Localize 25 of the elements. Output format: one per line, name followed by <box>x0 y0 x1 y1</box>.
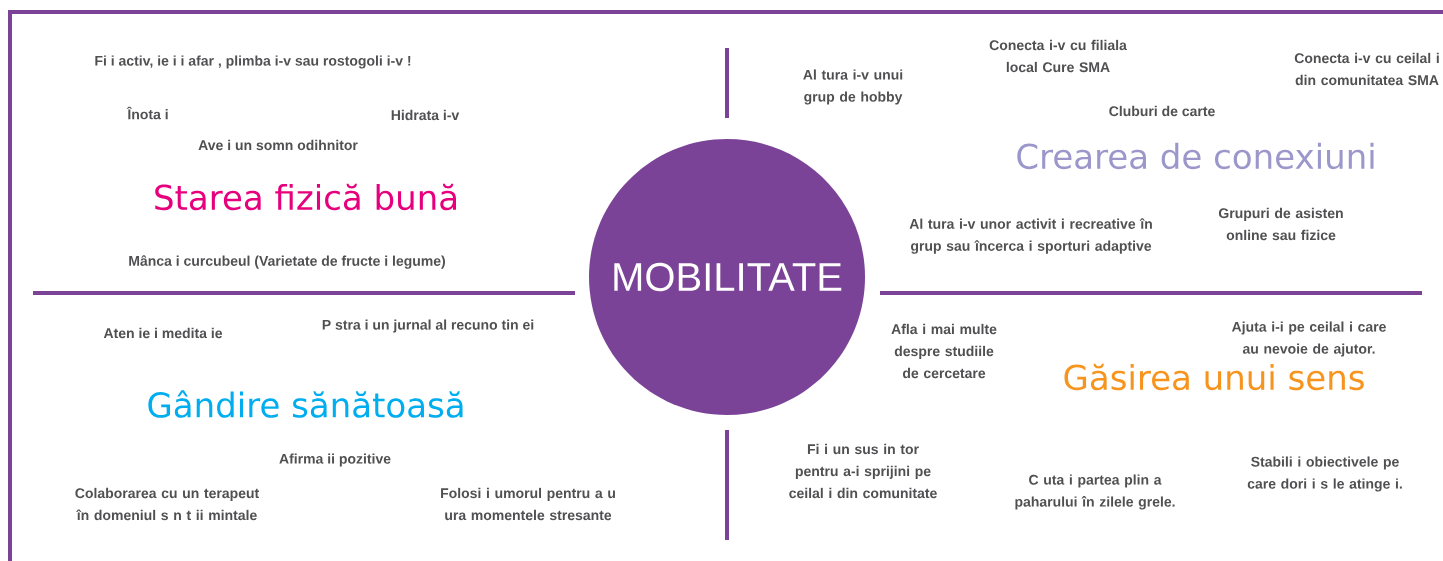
activity-text: C uta i partea plin a paharului în zilele grele. <box>1015 474 1175 510</box>
activity-text: Ajuta i-i pe ceilal i care au nevoie de ajutor. <box>1231 321 1386 357</box>
activity-text: Înota i <box>126 106 168 120</box>
activity-text: Al tura i-v unor activit i recreative în grup sau încerca i sporturi adaptive <box>909 218 1152 254</box>
category-heading: Crearea de conexiuni <box>1017 142 1374 170</box>
activity-text: Fi i un sus in tor pentru a-i sprijini pe ceilal i din comunitate <box>789 443 937 499</box>
activity-text: Cluburi de carte <box>1109 105 1215 117</box>
activity-text: Fi i activ, ie i i afar , plimba i-v sau rostogoli i-v ! <box>95 55 411 69</box>
activity-text: Folosi i umorul pentru a u ura momentele stresante <box>441 487 615 521</box>
activity-text: Al tura i-v unui grup de hobby <box>803 69 903 105</box>
activity-text: Grupuri de asisten online sau fizice <box>1218 207 1343 241</box>
category-heading: Găsirea unui sens <box>1064 363 1364 391</box>
activity-text: Stabili i obiectivele pe care dori i s le atinge i. <box>1247 456 1402 492</box>
activity-text: Ave i un somn odihnitor <box>198 139 358 151</box>
category-heading: Starea fizică bună <box>155 183 456 211</box>
activity-text: Conecta i-v cu ceilal i din comunitatea SMA <box>1294 52 1439 86</box>
activity-text: Conecta i-v cu filiala local Cure SMA <box>989 39 1127 73</box>
activity-text: Hidrata i-v <box>391 109 460 121</box>
category-heading: Gândire sănătoasă <box>148 390 463 418</box>
activity-text: Aten ie i medita ie <box>103 327 223 339</box>
activity-text: Mânca i curcubeul (Varietate de fructe i legume) <box>129 255 445 269</box>
activity-text: Afla i mai multe despre studiile de cercetare <box>891 323 997 379</box>
activity-text: P stra i un jurnal al recuno tin ei <box>322 319 534 333</box>
activity-text: Colaborarea cu un terapeut în domeniul s n t ii mintale <box>75 487 259 521</box>
activity-text: Afirma ii pozitive <box>279 453 391 467</box>
